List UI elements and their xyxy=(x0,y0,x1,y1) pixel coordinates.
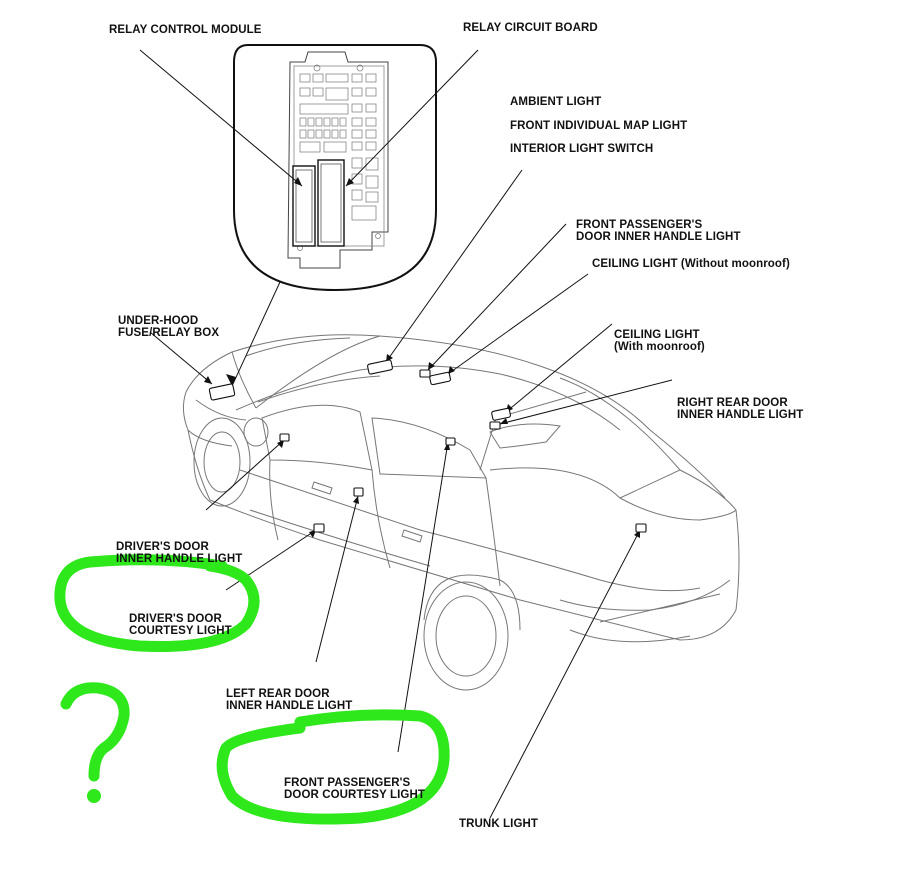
question-mark-dot xyxy=(87,789,101,803)
highlight-driver-courtesy xyxy=(54,554,260,652)
fuse-box-detail-view xyxy=(233,44,437,292)
ceiling-light-marker xyxy=(429,371,451,386)
leader-lines xyxy=(139,49,673,819)
ceiling-moonroof-marker xyxy=(491,407,511,421)
label-ceiling-light-without-moonroof: CEILING LIGHT (Without moonroof) xyxy=(592,258,790,270)
question-mark-hook xyxy=(60,682,130,782)
label-front-individual-map-light: FRONT INDIVIDUAL MAP LIGHT xyxy=(510,120,688,132)
front-passenger-handle-marker xyxy=(419,369,431,378)
label-relay-control-module: RELAY CONTROL MODULE xyxy=(109,24,262,36)
right-rear-handle-marker xyxy=(489,421,501,430)
driver-handle-marker xyxy=(279,433,290,442)
label-ambient-light: AMBIENT LIGHT xyxy=(510,96,602,108)
question-mark-annotation: ? xyxy=(60,690,130,810)
label-relay-circuit-board: RELAY CIRCUIT BOARD xyxy=(463,22,598,34)
label-ceiling-light-with-moonroof: CEILING LIGHT(With moonroof) xyxy=(614,329,705,353)
highlight-annotations xyxy=(54,554,450,825)
component-markers xyxy=(208,359,647,533)
trunk-light-marker xyxy=(635,523,647,533)
left-rear-handle-marker xyxy=(353,487,364,497)
passenger-courtesy-marker xyxy=(445,437,456,446)
highlight-passenger-courtesy xyxy=(216,709,450,825)
driver-courtesy-marker xyxy=(313,523,325,533)
label-interior-light-switch: INTERIOR LIGHT SWITCH xyxy=(510,143,654,155)
car-outline xyxy=(182,334,740,691)
label-trunk-light: TRUNK LIGHT xyxy=(459,818,539,830)
under-hood-box-marker xyxy=(208,383,236,401)
ambient-light-marker xyxy=(367,359,393,375)
